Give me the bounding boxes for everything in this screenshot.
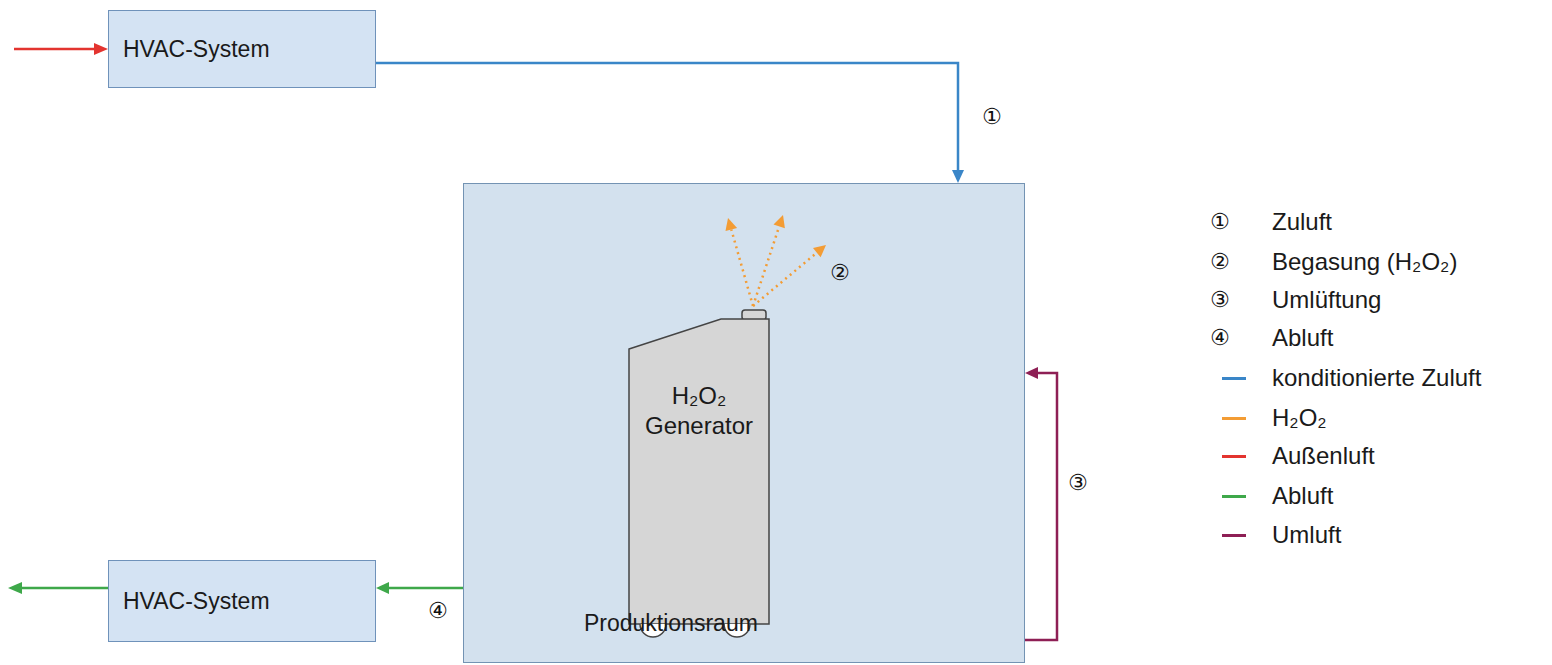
legend-text: Umluft: [1272, 523, 1341, 547]
legend-swatch: [1222, 495, 1246, 498]
arrow-head: [813, 245, 826, 257]
outside-air-line: [14, 48, 95, 51]
legend-swatch: [1222, 417, 1246, 420]
callout-number: ③: [1210, 289, 1230, 311]
arrow-head: [774, 215, 785, 228]
node-label: Produktionsraum: [584, 609, 758, 638]
generator-unit: H₂O₂ Generator: [629, 319, 769, 641]
room-box: Produktionsraum H₂O₂ Generator: [463, 183, 1025, 663]
callout-number: ③: [1068, 472, 1088, 494]
legend-text: H₂O₂: [1272, 406, 1327, 430]
legend-text: Zuluft: [1272, 210, 1332, 234]
callout-number: ①: [1210, 211, 1230, 233]
arrow-head: [94, 43, 108, 55]
legend-text: Abluft: [1272, 484, 1333, 508]
hvac-box: HVAC-System: [108, 560, 376, 642]
callout-number: ②: [830, 262, 850, 284]
legend-text: Außenluft: [1272, 444, 1375, 468]
callout-number: ②: [1210, 251, 1230, 273]
fumigation-rays: [731, 226, 817, 306]
legend-swatch: [1222, 455, 1246, 458]
legend-text: Umlüftung: [1272, 288, 1381, 312]
legend-swatch: [1222, 534, 1246, 537]
node-label: HVAC-System: [123, 587, 270, 616]
legend-text: Abluft: [1272, 326, 1333, 350]
legend-text: konditionierte Zuluft: [1272, 366, 1481, 390]
exhaust-line: [21, 587, 108, 590]
callout-number: ④: [1210, 327, 1230, 349]
air-flow-connector: [1025, 367, 1057, 640]
callout-number: ④: [428, 600, 448, 622]
air-flow-connector: [376, 63, 964, 183]
node-label: H₂O₂ Generator: [639, 381, 759, 441]
arrow-head: [726, 218, 738, 231]
arrow-head: [8, 582, 22, 594]
node-label: HVAC-System: [123, 35, 270, 64]
legend-swatch: [1222, 377, 1246, 380]
generator-shape: [629, 319, 769, 641]
callout-number: ①: [982, 106, 1002, 128]
air-flow-connector: [376, 582, 463, 594]
hvac-box: HVAC-System: [108, 10, 376, 88]
legend-text: Begasung (H₂O₂): [1272, 250, 1457, 274]
